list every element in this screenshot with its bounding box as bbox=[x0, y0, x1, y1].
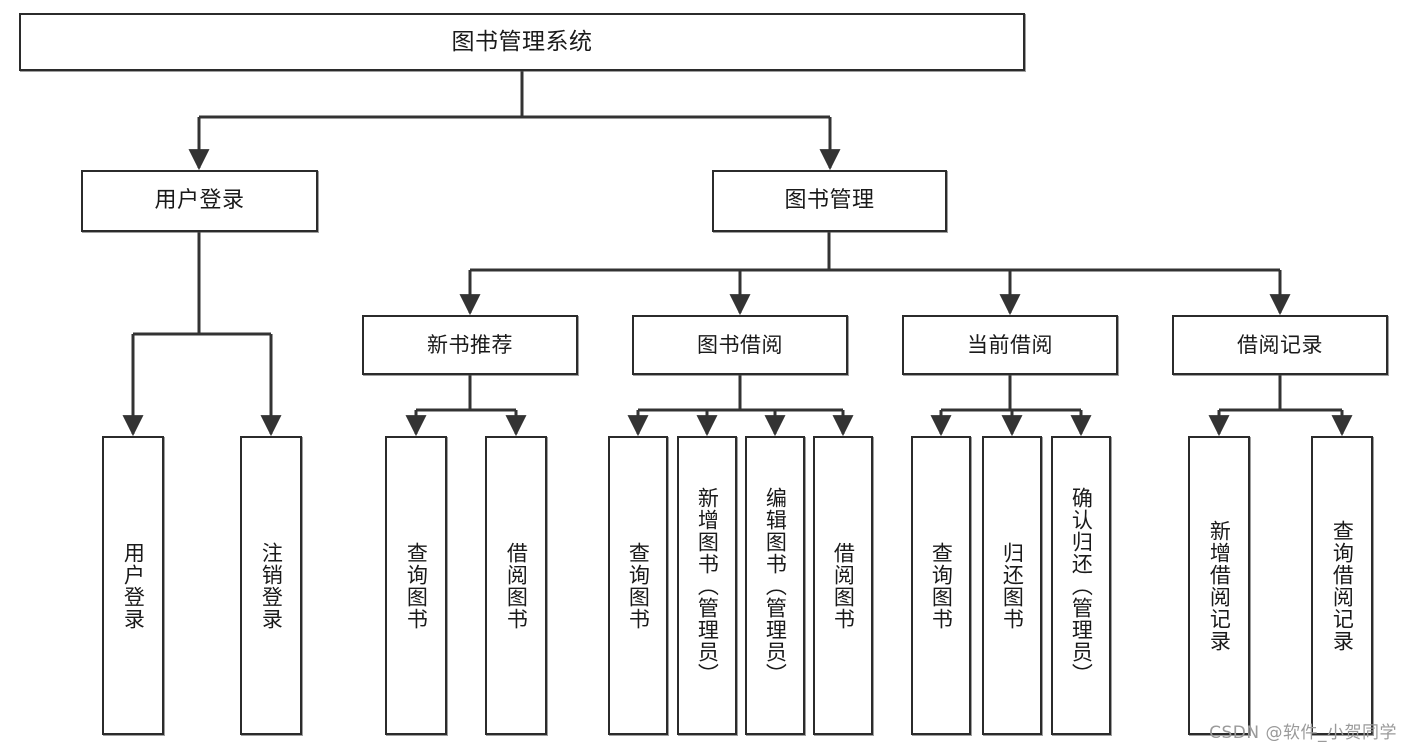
node-leaf-add-borrowing-record-label: 新增借阅记录 bbox=[1207, 519, 1232, 652]
node-level1-book-management[interactable]: 图书管理 bbox=[712, 170, 947, 232]
node-leaf-query-borrowing-record[interactable]: 查询借阅记录 bbox=[1311, 436, 1373, 735]
node-level1-user-login[interactable]: 用户登录 bbox=[81, 170, 318, 232]
node-leaf-borrow-books-recommendation-label: 借阅图书 bbox=[504, 541, 529, 630]
node-leaf-borrow-books-recommendation[interactable]: 借阅图书 bbox=[485, 436, 547, 735]
node-level2-new-book-recommendation[interactable]: 新书推荐 bbox=[362, 315, 578, 375]
node-leaf-query-books-recommendation[interactable]: 查询图书 bbox=[385, 436, 447, 735]
node-leaf-query-books-borrowing-label: 查询图书 bbox=[626, 541, 651, 630]
node-leaf-query-borrowing-record-label: 查询借阅记录 bbox=[1330, 519, 1355, 652]
node-level2-current-borrowing[interactable]: 当前借阅 bbox=[902, 315, 1118, 375]
node-leaf-user-login[interactable]: 用户登录 bbox=[102, 436, 164, 735]
node-leaf-edit-book-admin-label: 编辑图书（管理员） bbox=[763, 486, 788, 685]
node-level2-borrowing-records-label: 借阅记录 bbox=[1237, 332, 1323, 357]
node-leaf-borrow-book[interactable]: 借阅图书 bbox=[813, 436, 873, 735]
node-level1-user-login-label: 用户登录 bbox=[154, 188, 245, 214]
node-leaf-query-books-current-label: 查询图书 bbox=[929, 541, 954, 630]
node-level1-book-management-label: 图书管理 bbox=[784, 188, 875, 214]
node-leaf-query-books-borrowing[interactable]: 查询图书 bbox=[608, 436, 668, 735]
node-leaf-return-book[interactable]: 归还图书 bbox=[982, 436, 1042, 735]
node-leaf-confirm-return-admin-label: 确认归还（管理员） bbox=[1069, 486, 1094, 685]
node-leaf-edit-book-admin[interactable]: 编辑图书（管理员） bbox=[745, 436, 805, 735]
node-leaf-borrow-book-label: 借阅图书 bbox=[831, 541, 856, 630]
node-leaf-return-book-label: 归还图书 bbox=[1000, 541, 1025, 630]
node-leaf-add-book-admin[interactable]: 新增图书（管理员） bbox=[677, 436, 737, 735]
node-level2-new-book-recommendation-label: 新书推荐 bbox=[427, 332, 513, 357]
node-leaf-add-book-admin-label: 新增图书（管理员） bbox=[695, 486, 720, 685]
node-level2-current-borrowing-label: 当前借阅 bbox=[967, 332, 1053, 357]
node-leaf-logout[interactable]: 注销登录 bbox=[240, 436, 302, 735]
watermark: CSDN @软件_小贺同学 bbox=[1209, 723, 1397, 743]
node-root[interactable]: 图书管理系统 bbox=[19, 13, 1025, 71]
node-leaf-query-books-current[interactable]: 查询图书 bbox=[911, 436, 971, 735]
node-leaf-add-borrowing-record[interactable]: 新增借阅记录 bbox=[1188, 436, 1250, 735]
node-leaf-query-books-recommendation-label: 查询图书 bbox=[404, 541, 429, 630]
node-leaf-logout-label: 注销登录 bbox=[259, 541, 284, 630]
node-leaf-confirm-return-admin[interactable]: 确认归还（管理员） bbox=[1051, 436, 1111, 735]
node-level2-book-borrowing[interactable]: 图书借阅 bbox=[632, 315, 848, 375]
node-leaf-user-login-label: 用户登录 bbox=[121, 541, 146, 630]
node-root-label: 图书管理系统 bbox=[451, 28, 593, 55]
node-level2-book-borrowing-label: 图书借阅 bbox=[697, 332, 783, 357]
node-level2-borrowing-records[interactable]: 借阅记录 bbox=[1172, 315, 1388, 375]
